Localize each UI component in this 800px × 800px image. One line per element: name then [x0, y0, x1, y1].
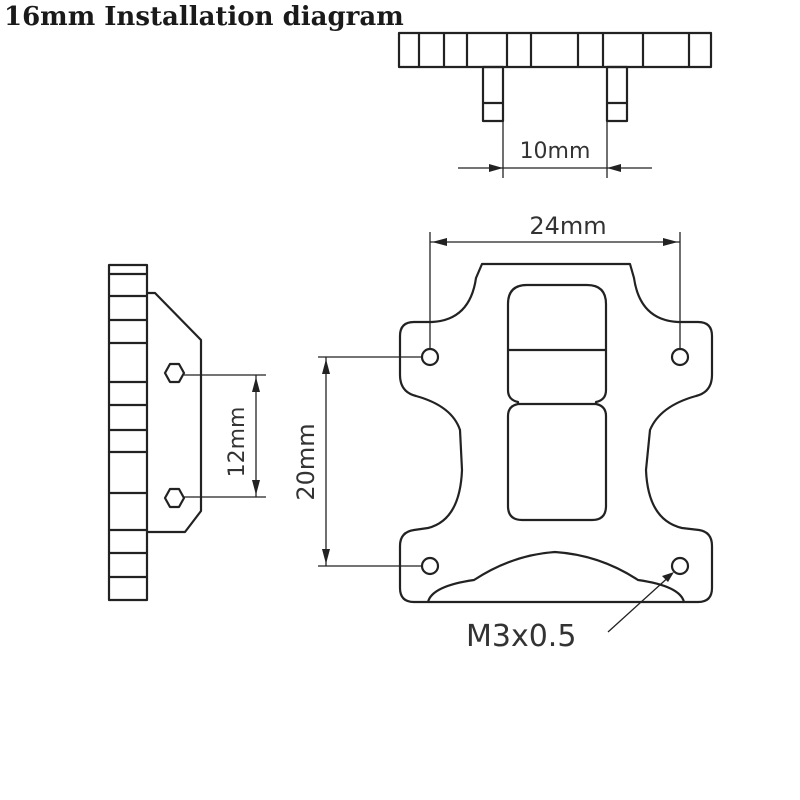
diagram-title: 16mm Installation diagram — [4, 2, 404, 32]
side-hex-nut-bottom — [163, 487, 186, 509]
mount-plate-bottom-arch — [426, 550, 686, 603]
dim-24mm: 24mm — [429, 212, 681, 350]
dim-label-20mm: 20mm — [292, 423, 320, 500]
side-bracket — [147, 291, 203, 534]
mount-hole-bottom-left — [420, 556, 440, 576]
top-view: 10mm — [397, 31, 713, 178]
dim-label-10mm: 10mm — [520, 139, 591, 164]
top-plate — [397, 31, 713, 69]
mount-plate-center-slot — [506, 283, 608, 522]
top-plate-segments — [417, 33, 691, 67]
mount-hole-bottom-right — [670, 556, 690, 576]
dim-label-24mm: 24mm — [529, 212, 606, 240]
side-plate-segments — [109, 272, 147, 579]
mount-hole-top-right — [670, 347, 690, 367]
side-view: 12mm — [107, 263, 266, 602]
top-pin-left — [481, 65, 505, 123]
dim-12mm: 12mm — [184, 374, 266, 498]
top-pin-right — [605, 65, 629, 123]
thread-label: M3x0.5 — [466, 619, 576, 654]
dim-label-12mm: 12mm — [225, 407, 250, 478]
side-plate — [107, 263, 149, 602]
dim-20mm: 20mm — [292, 356, 422, 567]
front-view: 24mm 20mm M3x0.5 — [292, 212, 714, 654]
dim-10mm: 10mm — [458, 121, 652, 178]
thread-callout: M3x0.5 — [466, 572, 674, 654]
mount-plate-outline — [398, 262, 714, 604]
side-hex-nut-top — [163, 362, 186, 384]
mount-hole-top-left — [420, 347, 440, 367]
